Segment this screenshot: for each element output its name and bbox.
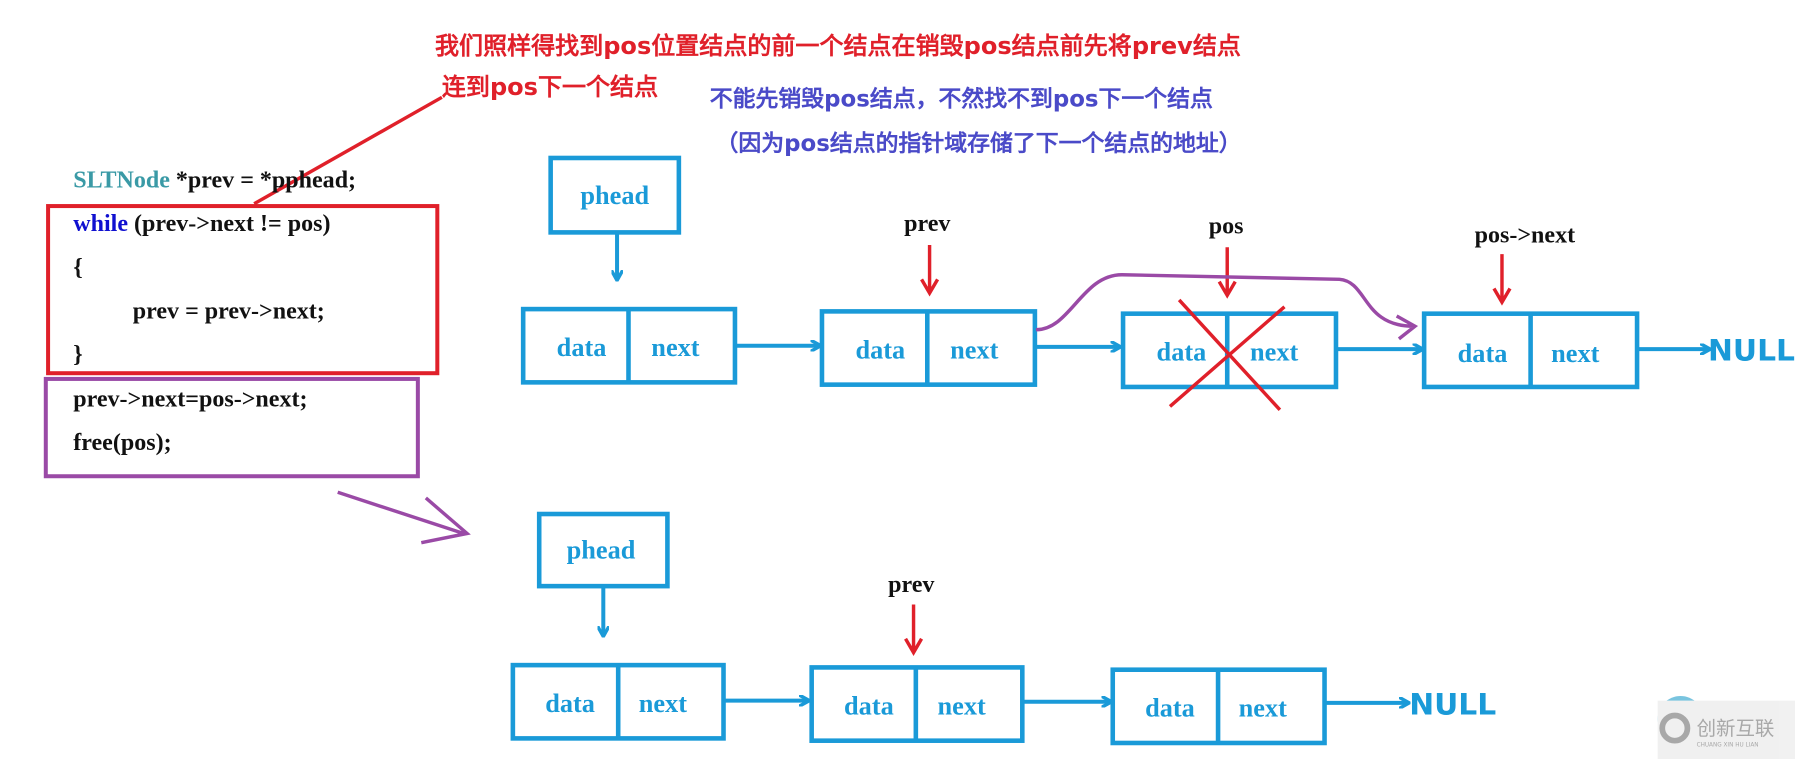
phead-bottom: phead: [536, 511, 670, 635]
watermark-cn: 创新互联: [1697, 717, 1775, 740]
data-field: data: [557, 333, 607, 362]
next-field: next: [1239, 694, 1287, 723]
code-line-7: free(pos);: [73, 430, 171, 456]
node-pos-next: data next: [1421, 311, 1640, 390]
watermark-logo: 创新互联 CHUANG XIN HU LIAN: [1657, 696, 1795, 759]
purple-arrow: [337, 490, 471, 545]
annotation-blue-2: （因为pos结点的指针域存储了下一个结点的地址）: [715, 130, 1241, 157]
code-rest: *prev = *pphead;: [170, 168, 356, 194]
phead-top: phead: [548, 155, 682, 279]
data-field: data: [1458, 339, 1508, 368]
code-line-2: while (prev->next != pos): [73, 211, 330, 237]
next-field: next: [639, 689, 687, 718]
node-prev-bottom: data next: [809, 665, 1025, 743]
code-line-5: }: [73, 342, 82, 368]
node-3-bottom: data next: [1110, 667, 1327, 746]
phead-label: phead: [580, 181, 649, 210]
node-1-bottom: data next: [510, 662, 726, 741]
next-field: next: [651, 333, 699, 362]
relink-box: [43, 376, 420, 479]
pos-next-label: pos->next: [1475, 223, 1575, 249]
pos-pointer-icon: [1217, 247, 1237, 299]
code-keyword: while: [73, 211, 128, 237]
pointer-line: [253, 95, 443, 206]
null-label: NULL: [1409, 687, 1496, 722]
annotation-blue-1: 不能先销毁pos结点，不然找不到pos下一个结点: [710, 85, 1213, 112]
annotation-red-2: 连到pos下一个结点: [442, 73, 658, 101]
prev-label: prev: [904, 211, 951, 237]
code-line-4: prev = prev->next;: [133, 298, 325, 324]
data-field: data: [1157, 338, 1207, 367]
pos-next-pointer-icon: [1492, 254, 1512, 306]
prev-pointer-icon: [920, 244, 940, 297]
prev-label: prev: [888, 572, 935, 598]
code-type: SLTNode: [73, 168, 170, 194]
code-rest: (prev->next != pos): [128, 211, 330, 237]
data-field: data: [844, 691, 894, 720]
code-line-3: {: [73, 255, 82, 281]
data-field: data: [545, 689, 595, 718]
code-line-6: prev->next=pos->next;: [73, 386, 307, 412]
node-1: data next: [520, 306, 738, 385]
delete-cross-icon: [1168, 298, 1286, 411]
null-label: NULL: [1708, 334, 1795, 369]
next-field: next: [1250, 338, 1298, 367]
annotation-red-1: 我们照样得找到pos位置结点的前一个结点在销毁pos结点前先将prev结点: [435, 32, 1241, 60]
pos-label: pos: [1209, 214, 1244, 240]
next-field: next: [937, 691, 985, 720]
node-pos: data next: [1120, 311, 1339, 390]
next-field: next: [950, 335, 998, 364]
prev-pointer-icon: [904, 604, 924, 656]
while-loop-box: [46, 204, 440, 376]
data-field: data: [855, 335, 905, 364]
phead-label: phead: [567, 536, 636, 565]
code-line-1: SLTNode *prev = *pphead;: [73, 168, 356, 194]
relink-curve-arrow: [1035, 273, 1419, 341]
watermark-en: CHUANG XIN HU LIAN: [1697, 742, 1759, 748]
node-prev: data next: [819, 309, 1038, 387]
next-field: next: [1551, 339, 1599, 368]
data-field: data: [1145, 694, 1195, 723]
